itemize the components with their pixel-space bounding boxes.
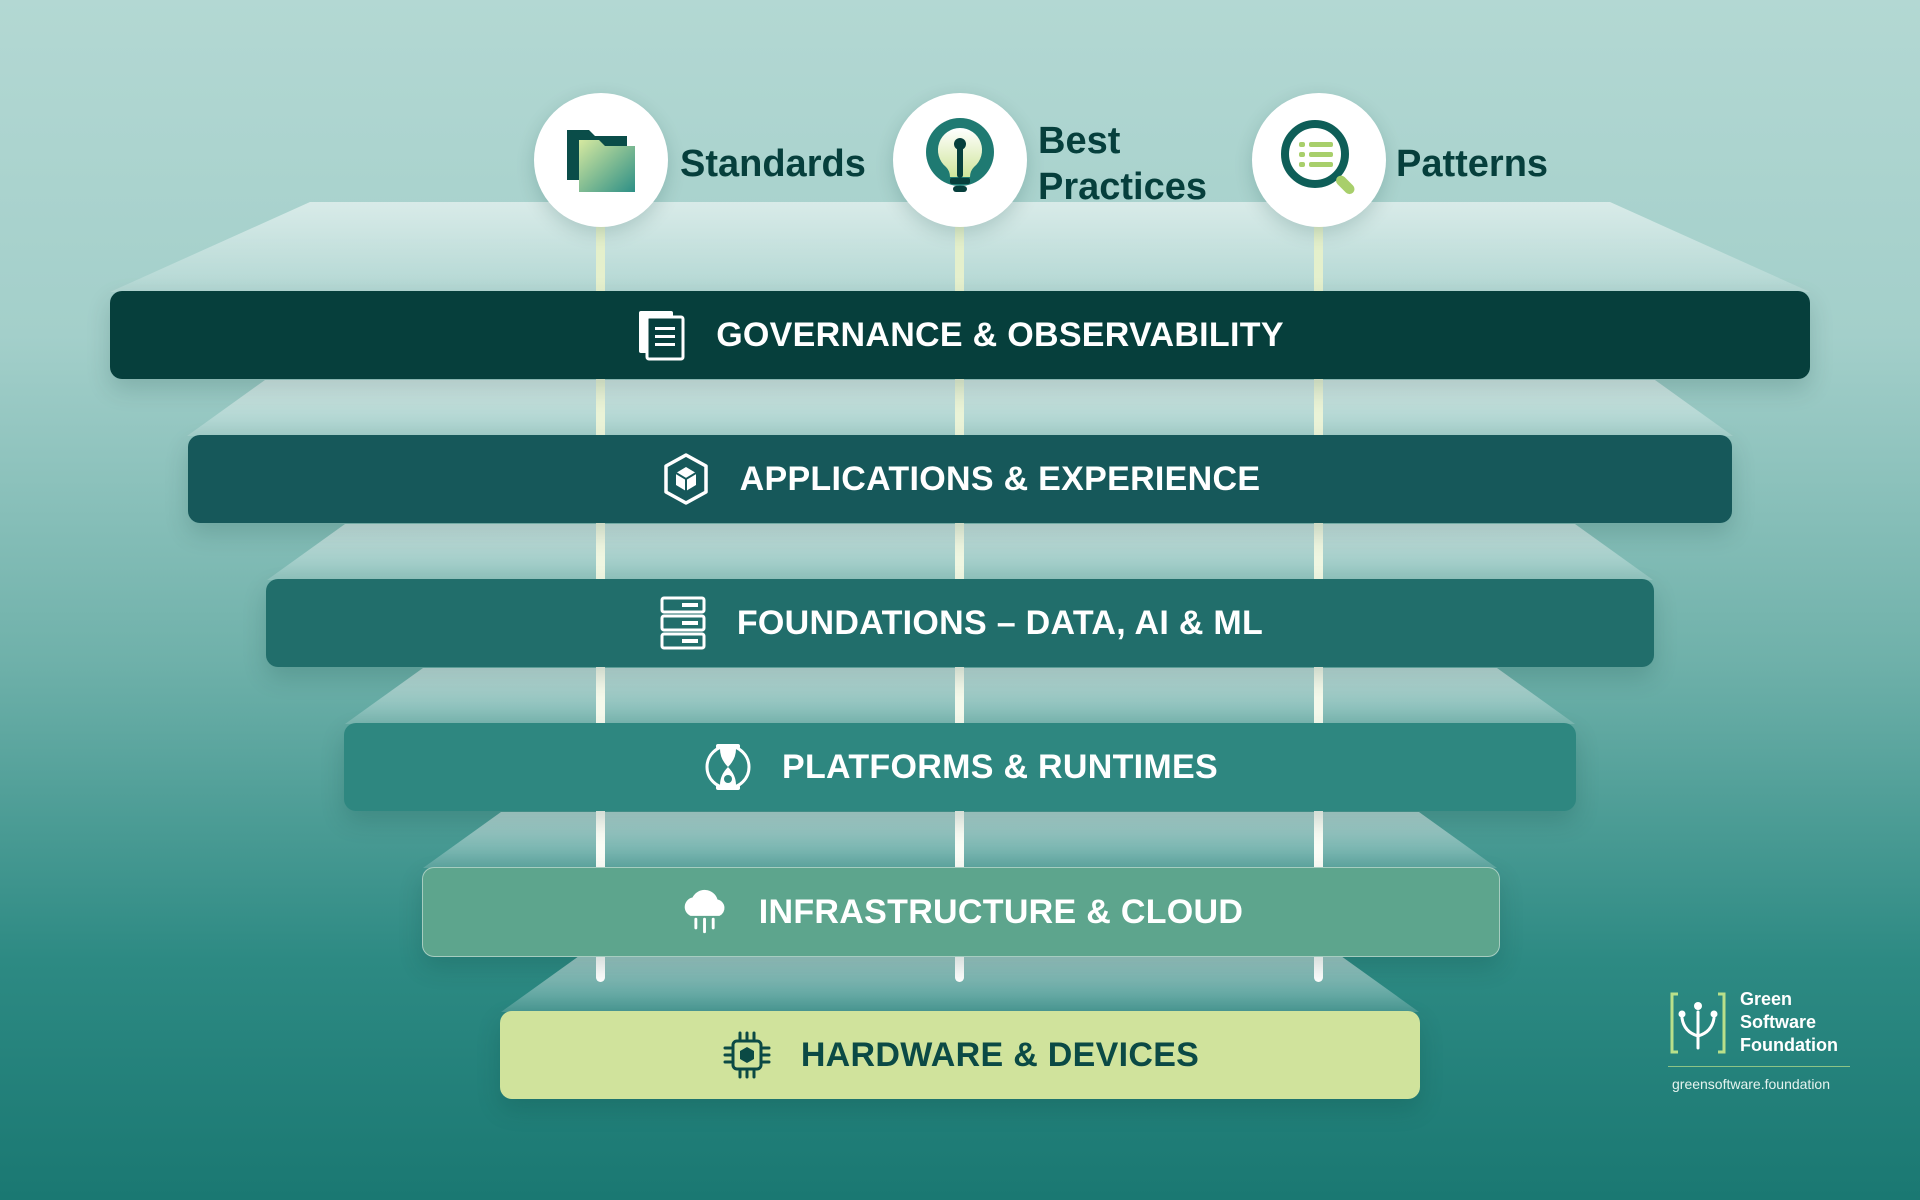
layer-hardware-devices: HARDWARE & DEVICES xyxy=(500,1011,1420,1099)
tree-bracket-logo-icon xyxy=(1668,992,1728,1059)
pillar-label-standards: Standards xyxy=(680,143,866,185)
layer-title-applications: APPLICATIONS & EXPERIENCE xyxy=(739,459,1261,498)
brand-url: greensoftware.foundation xyxy=(1672,1076,1830,1092)
layer-applications-experience: APPLICATIONS & EXPERIENCE xyxy=(188,435,1732,523)
chip-icon xyxy=(721,1029,773,1081)
layer-title-infrastructure: INFRASTRUCTURE & CLOUD xyxy=(758,892,1244,931)
cube-icon xyxy=(660,453,712,505)
layer-title-governance: GOVERNANCE & OBSERVABILITY xyxy=(716,315,1284,354)
brand-divider xyxy=(1668,1066,1850,1067)
brand-name: Green Software Foundation xyxy=(1740,989,1838,1055)
folder-icon xyxy=(534,93,668,227)
magnifier-list-icon xyxy=(1252,93,1386,227)
hourglass-icon xyxy=(702,741,754,793)
layer-platforms-runtimes: PLATFORMS & RUNTIMES xyxy=(344,723,1576,811)
layer-foundations-data-ai-ml: FOUNDATIONS – DATA, AI & ML xyxy=(266,579,1654,667)
layer-governance-observability: GOVERNANCE & OBSERVABILITY xyxy=(110,291,1810,379)
server-icon xyxy=(657,596,709,650)
pillar-label-best-practices: Best Practices xyxy=(1038,120,1208,208)
pillar-label-patterns: Patterns xyxy=(1396,143,1549,185)
layer-title-hardware: HARDWARE & DEVICES xyxy=(800,1035,1200,1074)
cloud-icon xyxy=(679,886,731,938)
layer-title-platforms: PLATFORMS & RUNTIMES xyxy=(781,747,1218,786)
documents-icon xyxy=(636,309,688,361)
lightbulb-icon xyxy=(893,93,1027,227)
plate-hardware xyxy=(501,956,1419,1012)
layer-title-foundations: FOUNDATIONS – DATA, AI & ML xyxy=(736,603,1264,642)
layer-infrastructure-cloud: INFRASTRUCTURE & CLOUD xyxy=(422,867,1500,957)
